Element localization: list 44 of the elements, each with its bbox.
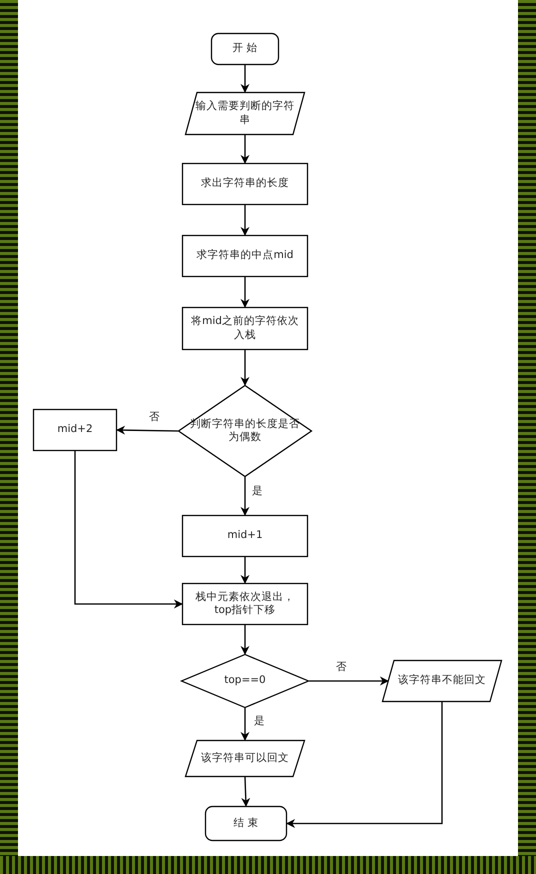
arrow (240, 350, 250, 386)
io-parallelogram (185, 740, 305, 777)
decision-diamond (181, 654, 309, 708)
arrow (240, 135, 250, 164)
edge-label: 是 (250, 484, 265, 498)
arrow (240, 277, 250, 308)
node-label: mid+1 (226, 529, 264, 543)
arrow (240, 708, 250, 741)
edge-label: 否 (334, 660, 349, 674)
node-label: 开 始 (231, 42, 259, 56)
io-parallelogram (185, 92, 305, 135)
node-label: 栈中元素依次退出，top指针下移 (194, 590, 296, 618)
node-label: 求字符串的中点mid (196, 249, 294, 263)
arrow (240, 477, 250, 516)
node-label: 结 束 (232, 816, 260, 830)
terminal-box (211, 33, 279, 65)
node-label: 输入需要判断的字符串 (194, 100, 296, 127)
terminal-box (205, 806, 287, 841)
io-parallelogram (382, 660, 502, 702)
node-label: mid+2 (56, 423, 94, 437)
arrow (240, 557, 250, 584)
process-box (182, 235, 308, 277)
arrow (240, 205, 250, 236)
arrow (240, 65, 250, 93)
process-box (33, 409, 117, 451)
node-label: 该字符串可以回文 (200, 752, 290, 766)
process-box (182, 515, 308, 557)
node-label: 判断字符串的长度是否为偶数 (189, 418, 301, 444)
process-box (182, 163, 308, 205)
node-label: 将mid之前的字符依次入栈 (190, 315, 300, 342)
decision-diamond (178, 385, 312, 477)
arrow (240, 625, 250, 655)
arrow (241, 776, 250, 807)
edge-label: 是 (252, 714, 267, 728)
arrow (286, 702, 443, 828)
node-label: 该字符串不能回文 (397, 674, 487, 688)
arrow (74, 451, 183, 608)
process-box (182, 583, 308, 625)
process-box (182, 307, 308, 350)
arrow (116, 426, 178, 435)
edge-label: 否 (147, 410, 162, 424)
node-label: top==0 (223, 674, 267, 688)
node-label: 求出字符串的长度 (200, 177, 290, 191)
arrow (309, 676, 389, 686)
